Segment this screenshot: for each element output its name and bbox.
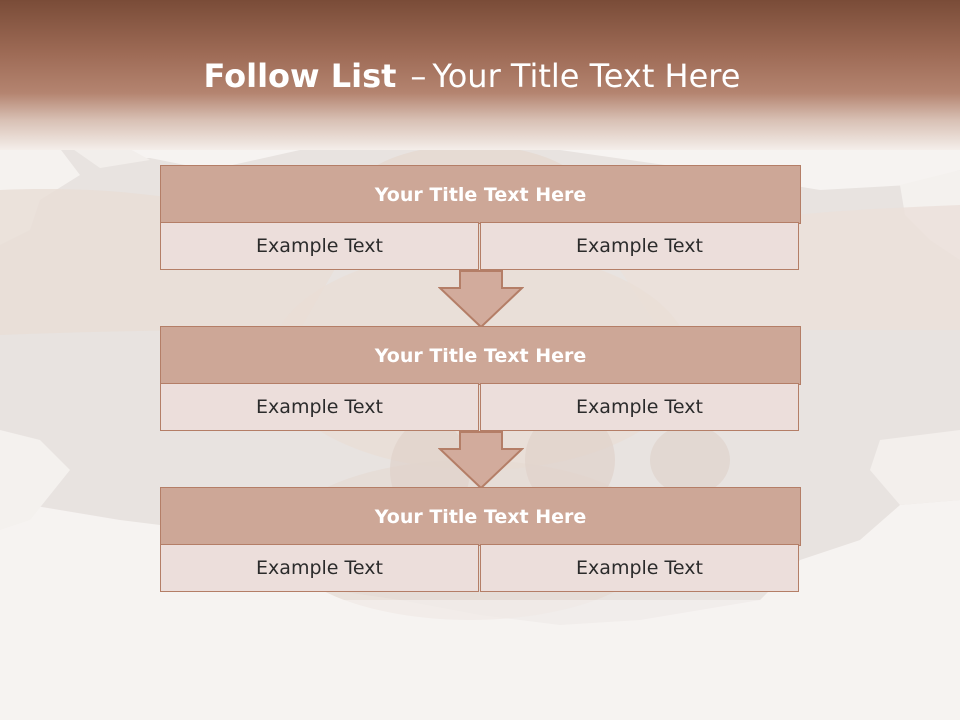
step-title: Your Title Text Here — [160, 165, 801, 224]
flow-step-2: Your Title Text Here Example Text Exampl… — [160, 326, 801, 431]
title-separator: – — [410, 57, 427, 95]
bottom-fade — [0, 600, 960, 720]
knuckle-2 — [525, 410, 615, 510]
slide-title: Follow List–Your Title Text Here — [0, 54, 944, 98]
paper-flap-bottom-right — [870, 430, 960, 505]
header-band — [0, 0, 960, 150]
down-arrow-2 — [438, 431, 524, 489]
step-right-cell: Example Text — [480, 222, 799, 270]
flow-step-1: Your Title Text Here Example Text Exampl… — [160, 165, 801, 270]
down-arrow-1 — [438, 270, 524, 328]
title-rest: Your Title Text Here — [432, 57, 741, 95]
step-left-cell: Example Text — [160, 544, 479, 592]
down-arrow-shape — [438, 431, 524, 489]
step-left-cell: Example Text — [160, 383, 479, 431]
step-right-cell: Example Text — [480, 544, 799, 592]
paper-flap-bottom-left — [0, 430, 70, 530]
step-title: Your Title Text Here — [160, 487, 801, 546]
step-left-cell: Example Text — [160, 222, 479, 270]
title-bold: Follow List — [203, 57, 397, 95]
knuckle-3 — [650, 425, 730, 495]
down-arrow-shape — [438, 270, 524, 328]
flow-step-3: Your Title Text Here Example Text Exampl… — [160, 487, 801, 592]
step-title: Your Title Text Here — [160, 326, 801, 385]
step-right-cell: Example Text — [480, 383, 799, 431]
